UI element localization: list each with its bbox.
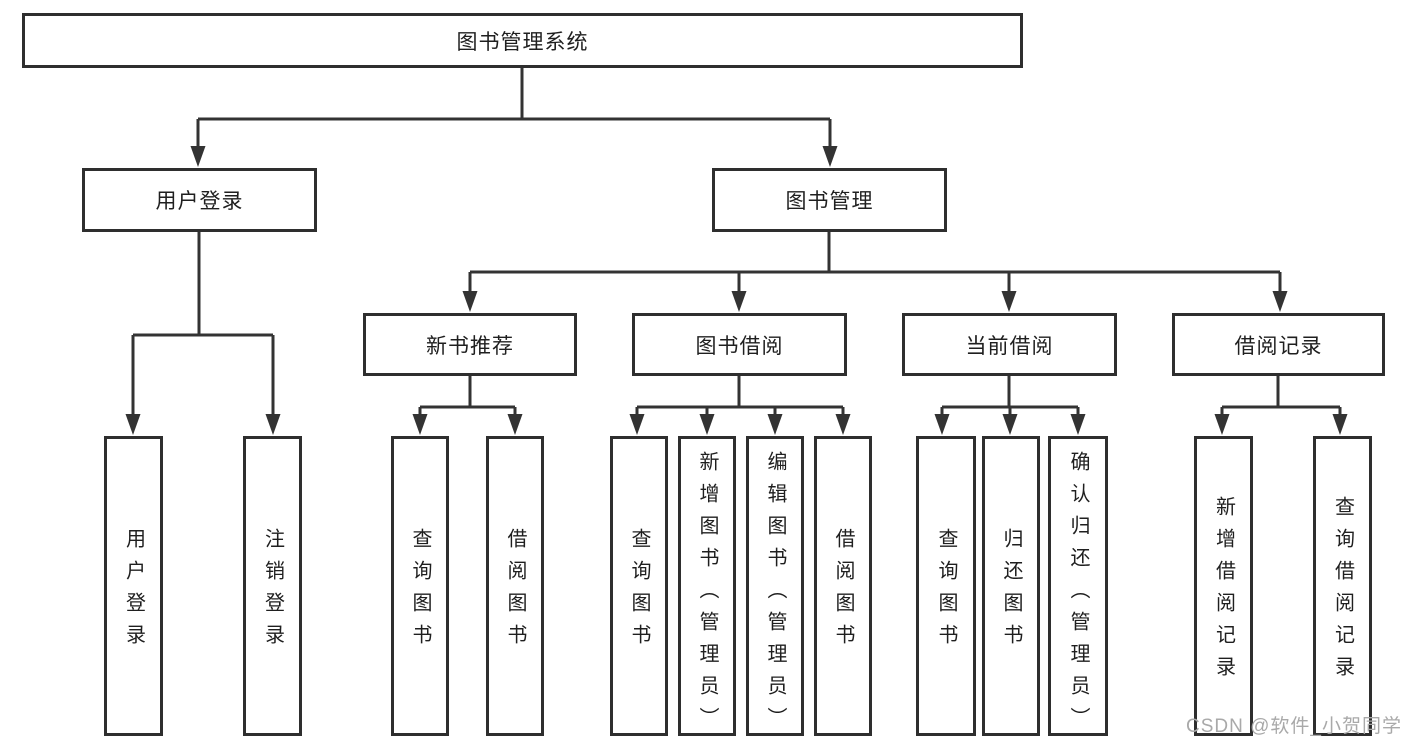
node-book-borrowing: 图书借阅 xyxy=(632,313,847,376)
leaf-add-books-admin: 新增图书（管理员） xyxy=(678,436,736,739)
arrowhead-icon xyxy=(835,414,851,435)
arrowhead-icon xyxy=(412,414,428,435)
arrowhead-icon xyxy=(731,291,747,312)
arrowhead-icon xyxy=(190,146,206,167)
node-current-borrowing: 当前借阅 xyxy=(902,313,1117,376)
arrowhead-icon xyxy=(265,414,281,435)
arrowhead-icon xyxy=(1332,414,1348,435)
csdn-watermark: CSDN @软件_小贺同学 xyxy=(1186,716,1402,737)
arrowhead-icon xyxy=(462,291,478,312)
node-library-management-system: 图书管理系统 xyxy=(22,13,1023,68)
leaf-query-books: 查询图书 xyxy=(610,436,668,736)
arrowhead-icon xyxy=(507,414,523,435)
leaf-query-borrow-record: 查询借阅记录 xyxy=(1313,436,1372,736)
arrowhead-icon xyxy=(1272,291,1288,312)
leaf-borrow-books: 借阅图书 xyxy=(814,436,872,736)
leaf-query-books: 查询图书 xyxy=(391,436,449,736)
arrowhead-icon xyxy=(629,414,645,435)
arrowhead-icon xyxy=(699,414,715,435)
arrowhead-icon xyxy=(822,146,838,167)
leaf-add-borrow-record: 新增借阅记录 xyxy=(1194,436,1253,736)
leaf-user-login: 用户登录 xyxy=(104,436,163,736)
node-user-login: 用户登录 xyxy=(82,168,317,232)
arrowhead-icon xyxy=(1002,414,1018,435)
leaf-logout: 注销登录 xyxy=(243,436,302,736)
arrowhead-icon xyxy=(767,414,783,435)
arrowhead-icon xyxy=(1001,291,1017,312)
leaf-borrow-books: 借阅图书 xyxy=(486,436,544,736)
leaf-return-books: 归还图书 xyxy=(982,436,1040,736)
node-book-management: 图书管理 xyxy=(712,168,947,232)
arrowhead-icon xyxy=(1070,414,1086,435)
node-borrowing-records: 借阅记录 xyxy=(1172,313,1385,376)
node-new-book-recommend: 新书推荐 xyxy=(363,313,577,376)
leaf-query-books: 查询图书 xyxy=(916,436,976,736)
leaf-edit-books-admin: 编辑图书（管理员） xyxy=(746,436,804,739)
leaf-confirm-return-admin: 确认归还（管理员） xyxy=(1048,436,1108,739)
arrowhead-icon xyxy=(125,414,141,435)
arrowhead-icon xyxy=(1214,414,1230,435)
arrowhead-icon xyxy=(934,414,950,435)
